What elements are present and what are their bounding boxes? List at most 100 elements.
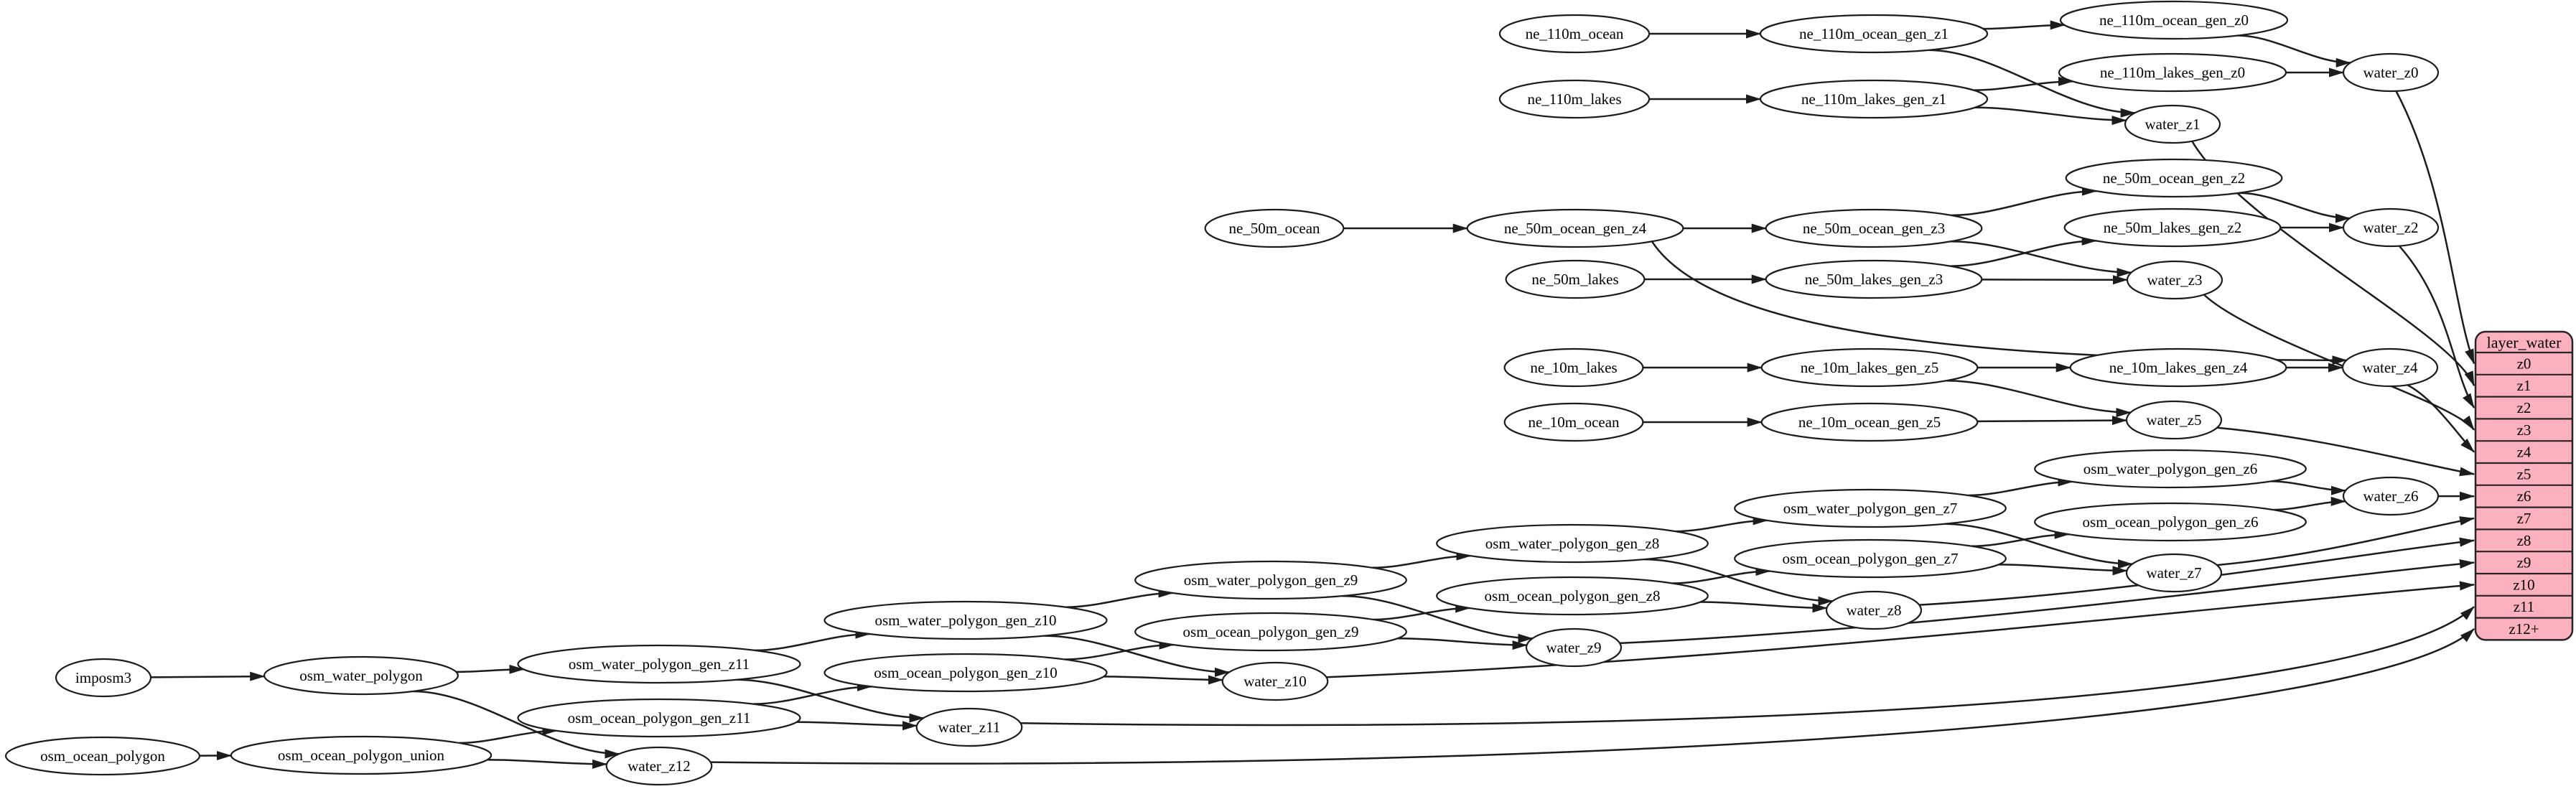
edge-osm_water_polygon_gen_z6-to-water_z6 [2271,480,2346,495]
graph-node-water_z3: water_z3 [2126,260,2223,300]
graph-node-ne_50m_ocean_gen_z3: ne_50m_ocean_gen_z3 [1765,208,1983,248]
graph-node-osm_ocean_polygon_union: osm_ocean_polygon_union [230,735,493,775]
node-label-water_z12: water_z12 [627,757,690,775]
node-label-osm_water_polygon_gen_z7: osm_water_polygon_gen_z7 [1783,500,1958,517]
layer-water-row-z12+: z12+ [2509,620,2539,638]
node-ellipse [1759,14,1989,54]
node-label-ne_50m_ocean_gen_z2: ne_50m_ocean_gen_z2 [2103,169,2245,187]
node-label-osm_water_polygon_gen_z6: osm_water_polygon_gen_z6 [2083,460,2258,477]
edge-water_z4-to-z4 [2407,384,2475,453]
edge-water_z2-to-z2 [2398,245,2475,408]
node-label-water_z5: water_z5 [2147,411,2202,429]
node-ellipse [1134,560,1407,600]
edge-osm_ocean_polygon_gen_z9-to-osm_ocean_polygon_gen_z8 [1373,603,1471,621]
edge-osm_water_polygon-to-osm_water_polygon_gen_z11 [456,664,525,674]
edge-osm_water_polygon_gen_z7-to-water_z7 [1943,523,2133,569]
graph-node-water_z12: water_z12 [605,746,713,786]
layer-water-row-z0: z0 [2517,355,2531,372]
graph-node-osm_ocean_polygon: osm_ocean_polygon [5,736,200,776]
edge-osm_water_polygon_gen_z10-to-water_z10 [1044,635,1230,677]
edge-osm_water_polygon_gen_z8-to-osm_water_polygon_gen_z7 [1675,515,1768,533]
node-label-osm_ocean_polygon_union: osm_ocean_polygon_union [278,747,445,764]
node-label-osm_water_polygon_gen_z8: osm_water_polygon_gen_z8 [1485,535,1660,552]
node-ellipse [2034,449,2307,489]
layer-water-row-z1: z1 [2517,377,2531,394]
node-ellipse [1505,259,1646,299]
graph-node-ne_50m_lakes_gen_z3: ne_50m_lakes_gen_z3 [1765,259,1983,299]
edge-osm_ocean_polygon_gen_z7-to-water_z7 [1998,564,2128,576]
edge-water_z10-to-z10 [1326,581,2475,678]
graph-node-ne_50m_ocean_gen_z4: ne_50m_ocean_gen_z4 [1466,208,1684,248]
graph-edges [150,20,2475,769]
graph-node-osm_ocean_polygon_gen_z11: osm_ocean_polygon_gen_z11 [517,698,801,738]
graph-node-osm_water_polygon_gen_z7: osm_water_polygon_gen_z7 [1734,488,2007,528]
graph-node-water_z9: water_z9 [1525,627,1623,668]
node-label-ne_10m_lakes: ne_10m_lakes [1530,359,1617,376]
edge-water_z12-to-z12+ [710,628,2475,765]
graph-node-water_z11: water_z11 [915,707,1023,747]
node-label-ne_110m_lakes: ne_110m_lakes [1527,90,1621,108]
node-label-water_z6: water_z6 [2363,487,2419,505]
node-ellipse [1498,79,1651,119]
node-ellipse [517,698,801,738]
node-ellipse [2059,0,2289,40]
node-ellipse [2124,104,2221,144]
node-label-ne_50m_ocean_gen_z4: ne_50m_ocean_gen_z4 [1504,220,1647,237]
edge-osm_ocean_polygon_union-to-water_z12 [487,759,608,769]
node-ellipse [2342,476,2440,516]
layer-water-table: layer_waterz0z1z2z3z4z5z6z7z8z9z10z11z12… [2474,330,2574,641]
node-ellipse [1760,402,1979,442]
node-label-water_z7: water_z7 [2147,564,2202,582]
edge-water_z7-to-z7 [2216,516,2475,566]
node-label-osm_water_polygon: osm_water_polygon [299,667,423,684]
graph-node-ne_10m_ocean: ne_10m_ocean [1503,402,1644,442]
node-ellipse [2342,207,2440,248]
node-ellipse [823,653,1108,693]
edge-ne_110m_lakes_gen_z1-to-water_z1 [1974,106,2127,126]
node-ellipse [1134,612,1407,652]
node-label-ne_10m_ocean: ne_10m_ocean [1528,414,1620,431]
edge-osm_water_polygon_gen_z11-to-water_z11 [735,678,925,723]
graph-node-ne_50m_ocean: ne_50m_ocean [1204,208,1345,248]
node-label-osm_ocean_polygon_gen_z9: osm_ocean_polygon_gen_z9 [1183,623,1359,640]
graph-node-osm_water_polygon_gen_z11: osm_water_polygon_gen_z11 [517,644,801,684]
graph-node-ne_50m_ocean_gen_z2: ne_50m_ocean_gen_z2 [2065,158,2283,198]
graph-node-water_z5: water_z5 [2125,400,2223,440]
node-ellipse [517,644,801,684]
node-ellipse [2125,553,2223,593]
node-label-osm_ocean_polygon_gen_z7: osm_ocean_polygon_gen_z7 [1783,550,1959,567]
node-label-ne_10m_ocean_gen_z5: ne_10m_ocean_gen_z5 [1798,414,1941,431]
graph-node-water_z10: water_z10 [1221,661,1329,701]
graph-node-osm_ocean_polygon_gen_z9: osm_ocean_polygon_gen_z9 [1134,612,1407,652]
graph-node-osm_water_polygon_gen_z6: osm_water_polygon_gen_z6 [2034,449,2307,489]
edge-osm_ocean_polygon_gen_z11-to-osm_ocean_polygon_gen_z10 [753,681,872,705]
edge-ne_110m_lakes_gen_z1-to-ne_110m_lakes_gen_z0 [1973,76,2073,91]
node-ellipse [1734,538,2007,579]
node-ellipse [230,735,493,775]
node-label-osm_water_polygon_gen_z9: osm_water_polygon_gen_z9 [1184,571,1358,589]
node-label-ne_50m_lakes_gen_z3: ne_50m_lakes_gen_z3 [1805,271,1943,288]
node-label-ne_110m_lakes_gen_z1: ne_110m_lakes_gen_z1 [1801,90,1946,108]
node-label-ne_50m_lakes: ne_50m_lakes [1531,271,1618,288]
edge-imposm3-to-osm_water_polygon [150,671,266,681]
node-ellipse [1759,79,1989,119]
node-ellipse [2125,400,2223,440]
graph-node-ne_110m_lakes: ne_110m_lakes [1498,79,1651,119]
node-ellipse [2063,207,2282,248]
graph-node-osm_water_polygon_gen_z8: osm_water_polygon_gen_z8 [1436,523,1709,564]
node-label-ne_50m_lakes_gen_z2: ne_50m_lakes_gen_z2 [2104,219,2241,236]
layer-water-row-z4: z4 [2517,444,2531,461]
edge-osm_water_polygon_gen_z9-to-water_z9 [1342,594,1534,643]
node-ellipse [2058,52,2287,93]
graph-node-water_z8: water_z8 [1825,590,1923,630]
node-ellipse [5,736,200,776]
node-ellipse [1503,402,1644,442]
edge-osm_ocean_polygon_gen_z7-to-osm_ocean_polygon_gen_z6 [1971,529,2070,548]
edge-ne_110m_ocean_gen_z0-to-water_z0 [2237,34,2351,67]
layer-water-row-z9: z9 [2517,554,2531,571]
node-ellipse [1436,576,1709,616]
node-label-water_z10: water_z10 [1243,673,1306,690]
node-ellipse [1765,208,1983,248]
node-ellipse [1221,661,1329,701]
